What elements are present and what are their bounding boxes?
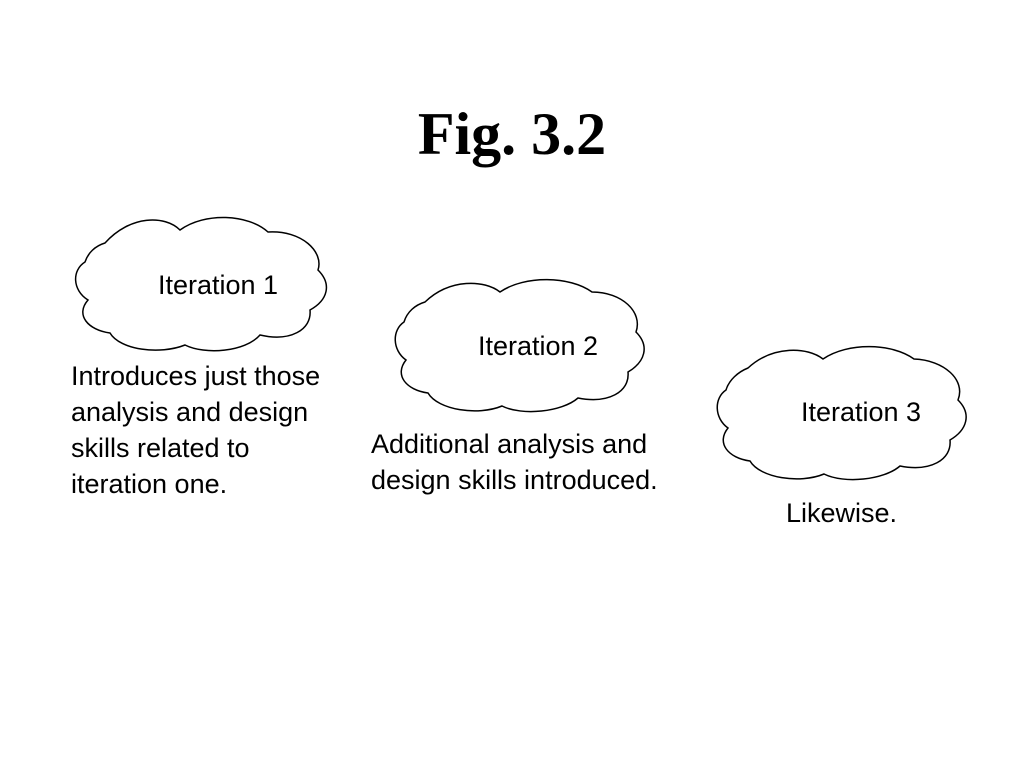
iteration-2-label: Iteration 2 [477,331,599,361]
cloud-shape-3 [716,345,967,481]
iteration-3-description: Likewise. [786,498,898,528]
cloud-shape-1 [74,216,328,352]
iteration-2-description: Additional analysis and design skills in… [371,429,658,495]
iteration-1-description: Introduces just those analysis and desig… [71,361,321,499]
iteration-3-label: Iteration 3 [800,397,922,427]
cloud-shape-2 [394,278,645,413]
figure-title: Fig. 3.2 [417,101,607,167]
iteration-1-label: Iteration 1 [157,270,279,300]
